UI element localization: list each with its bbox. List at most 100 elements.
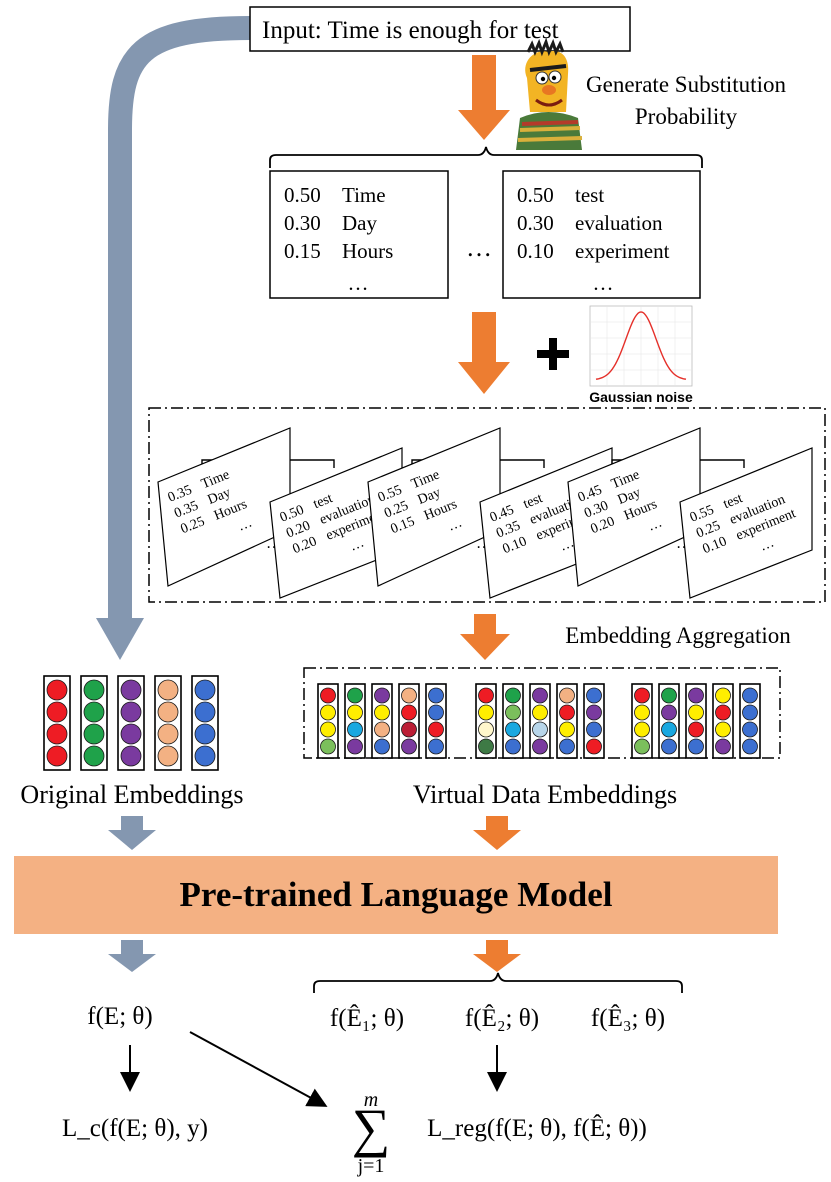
embedding-bead: [46, 701, 68, 723]
embedding-bead: [120, 723, 142, 745]
virtual-prob-lists: 0.35Time0.35Day0.25Hours……0.50test0.20ev…: [157, 427, 813, 599]
aggregation-label: Embedding Aggregation: [565, 623, 791, 648]
embedding-bead: [401, 687, 417, 704]
embedding-bead: [634, 704, 650, 721]
embedding-bead: [374, 738, 390, 755]
sum-symbol: ∑: [352, 1098, 391, 1158]
virtual-prob-word: test: [311, 491, 335, 512]
output-brace: [313, 972, 683, 993]
embedding-bead: [661, 738, 677, 755]
virtual-data-embeddings: [317, 683, 761, 759]
embedding-bead: [505, 704, 521, 721]
embedding-bead: [559, 704, 575, 721]
original-embeddings: [43, 675, 219, 771]
virtual-list-more: …: [446, 515, 465, 534]
embedding-bead: [586, 687, 602, 704]
plm-label: Pre-trained Language Model: [180, 875, 613, 914]
prob-list-box: [269, 170, 449, 299]
prob-brace: [269, 146, 703, 168]
prob-value: 0.15: [284, 239, 321, 263]
embedding-bead: [688, 704, 704, 721]
input-box: [249, 6, 631, 52]
embedding-column: [685, 683, 707, 759]
embedding-column: [154, 675, 182, 771]
virtual-list-more: …: [348, 535, 367, 554]
output-virtual-2: f(Ê₂; θ): [465, 1004, 539, 1032]
virtual-prob-word: test: [521, 491, 545, 512]
embedding-column: [631, 683, 653, 759]
prob-word: test: [575, 183, 604, 207]
embedding-bead: [661, 704, 677, 721]
embedding-bead: [320, 704, 336, 721]
embedding-bead: [586, 721, 602, 738]
embedding-bead: [688, 738, 704, 755]
prob-list-more: …: [348, 271, 369, 295]
prob-word: experiment: [575, 239, 670, 263]
embedding-bead: [505, 738, 521, 755]
embedding-bead: [374, 721, 390, 738]
embedding-bead: [478, 687, 494, 704]
virtual-list-text: 0.55test0.25evaluation0.10experiment…: [688, 491, 798, 557]
virtual-list-card: [679, 447, 813, 599]
embedding-bead: [83, 701, 105, 723]
embedding-column: [371, 683, 393, 759]
between-ellipsis: …: [466, 233, 492, 262]
generate-label-line1: Generate Substitution: [586, 72, 786, 97]
embedding-bead: [83, 679, 105, 701]
prob-word: Time: [342, 183, 386, 207]
embedding-bead: [120, 679, 142, 701]
embedding-bead: [586, 738, 602, 755]
embedding-bead: [661, 721, 677, 738]
virtual-list-more: …: [646, 515, 665, 534]
embedding-bead: [347, 721, 363, 738]
prob-value: 0.50: [284, 183, 321, 207]
embedding-bead: [46, 723, 68, 745]
loss-reg-body: L_reg(f(E; θ), f(Ê; θ)): [427, 1114, 647, 1142]
embedding-bead: [83, 723, 105, 745]
embedding-bead: [634, 738, 650, 755]
embedding-bead: [347, 704, 363, 721]
output-virtual-1: f(Ê₁; θ): [330, 1004, 404, 1032]
orange-arrow-into-plm: [473, 816, 521, 850]
arrow-to-loss-reg-diag: [189, 1031, 328, 1107]
embedding-bead: [715, 687, 731, 704]
embedding-column: [317, 683, 339, 759]
prob-value: 0.30: [284, 211, 321, 235]
blue-arrow-out-plm: [108, 940, 156, 972]
prob-value: 0.10: [517, 239, 554, 263]
original-embeddings-label: Original Embeddings: [20, 780, 243, 809]
plus-icon: [537, 338, 569, 370]
embedding-bead: [559, 721, 575, 738]
embedding-bead: [320, 738, 336, 755]
embedding-column: [425, 683, 447, 759]
embedding-bead: [634, 687, 650, 704]
embedding-column: [739, 683, 761, 759]
embedding-bead: [532, 687, 548, 704]
embedding-column: [43, 675, 71, 771]
blue-curved-arrow: [108, 16, 251, 620]
embedding-bead: [374, 687, 390, 704]
embedding-bead: [428, 687, 444, 704]
embedding-bead: [120, 745, 142, 767]
gaussian-curve: [595, 311, 687, 380]
embedding-bead: [532, 704, 548, 721]
generate-label-line2: Probability: [635, 104, 738, 129]
embedding-bead: [157, 701, 179, 723]
embedding-bead: [428, 721, 444, 738]
plm-bar: [14, 856, 778, 934]
embedding-column: [80, 675, 108, 771]
embedding-bead: [320, 721, 336, 738]
embedding-bead: [661, 687, 677, 704]
embedding-bead: [715, 738, 731, 755]
prob-list-box: [502, 170, 701, 299]
embedding-bead: [505, 721, 521, 738]
embedding-column: [344, 683, 366, 759]
embedding-bead: [559, 687, 575, 704]
embedding-column: [502, 683, 524, 759]
embedding-bead: [194, 679, 216, 701]
prob-value: 0.30: [517, 211, 554, 235]
embedding-column: [556, 683, 578, 759]
embedding-bead: [532, 721, 548, 738]
orange-arrow-out-plm: [473, 940, 521, 972]
virtual-prob-word: test: [721, 491, 745, 512]
